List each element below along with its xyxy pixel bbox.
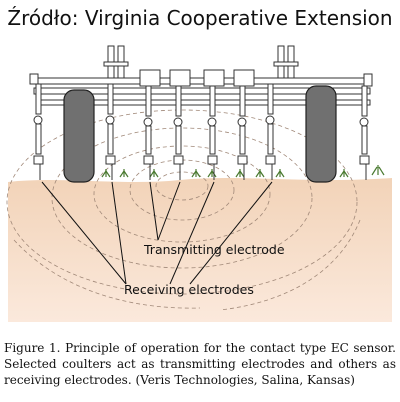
soil-profile: [8, 178, 392, 322]
electrode-leader-lines: [41, 181, 273, 285]
frame-masts: [29, 45, 373, 87]
coulter-electrodes: [33, 69, 370, 180]
source-heading: Źródło: Virginia Cooperative Extension: [7, 6, 393, 30]
right-wheel: [305, 85, 337, 183]
left-wheel: [63, 89, 95, 183]
ec-sensor-diagram: Transmitting electrode Receiving electro…: [6, 45, 392, 322]
receiving-electrodes-label: Receiving electrodes: [124, 282, 254, 297]
transmitting-electrode-label: Transmitting electrode: [143, 242, 285, 257]
figure-caption: Figure 1. Principle of operation for the…: [4, 341, 396, 387]
crop-plants: [101, 165, 385, 178]
